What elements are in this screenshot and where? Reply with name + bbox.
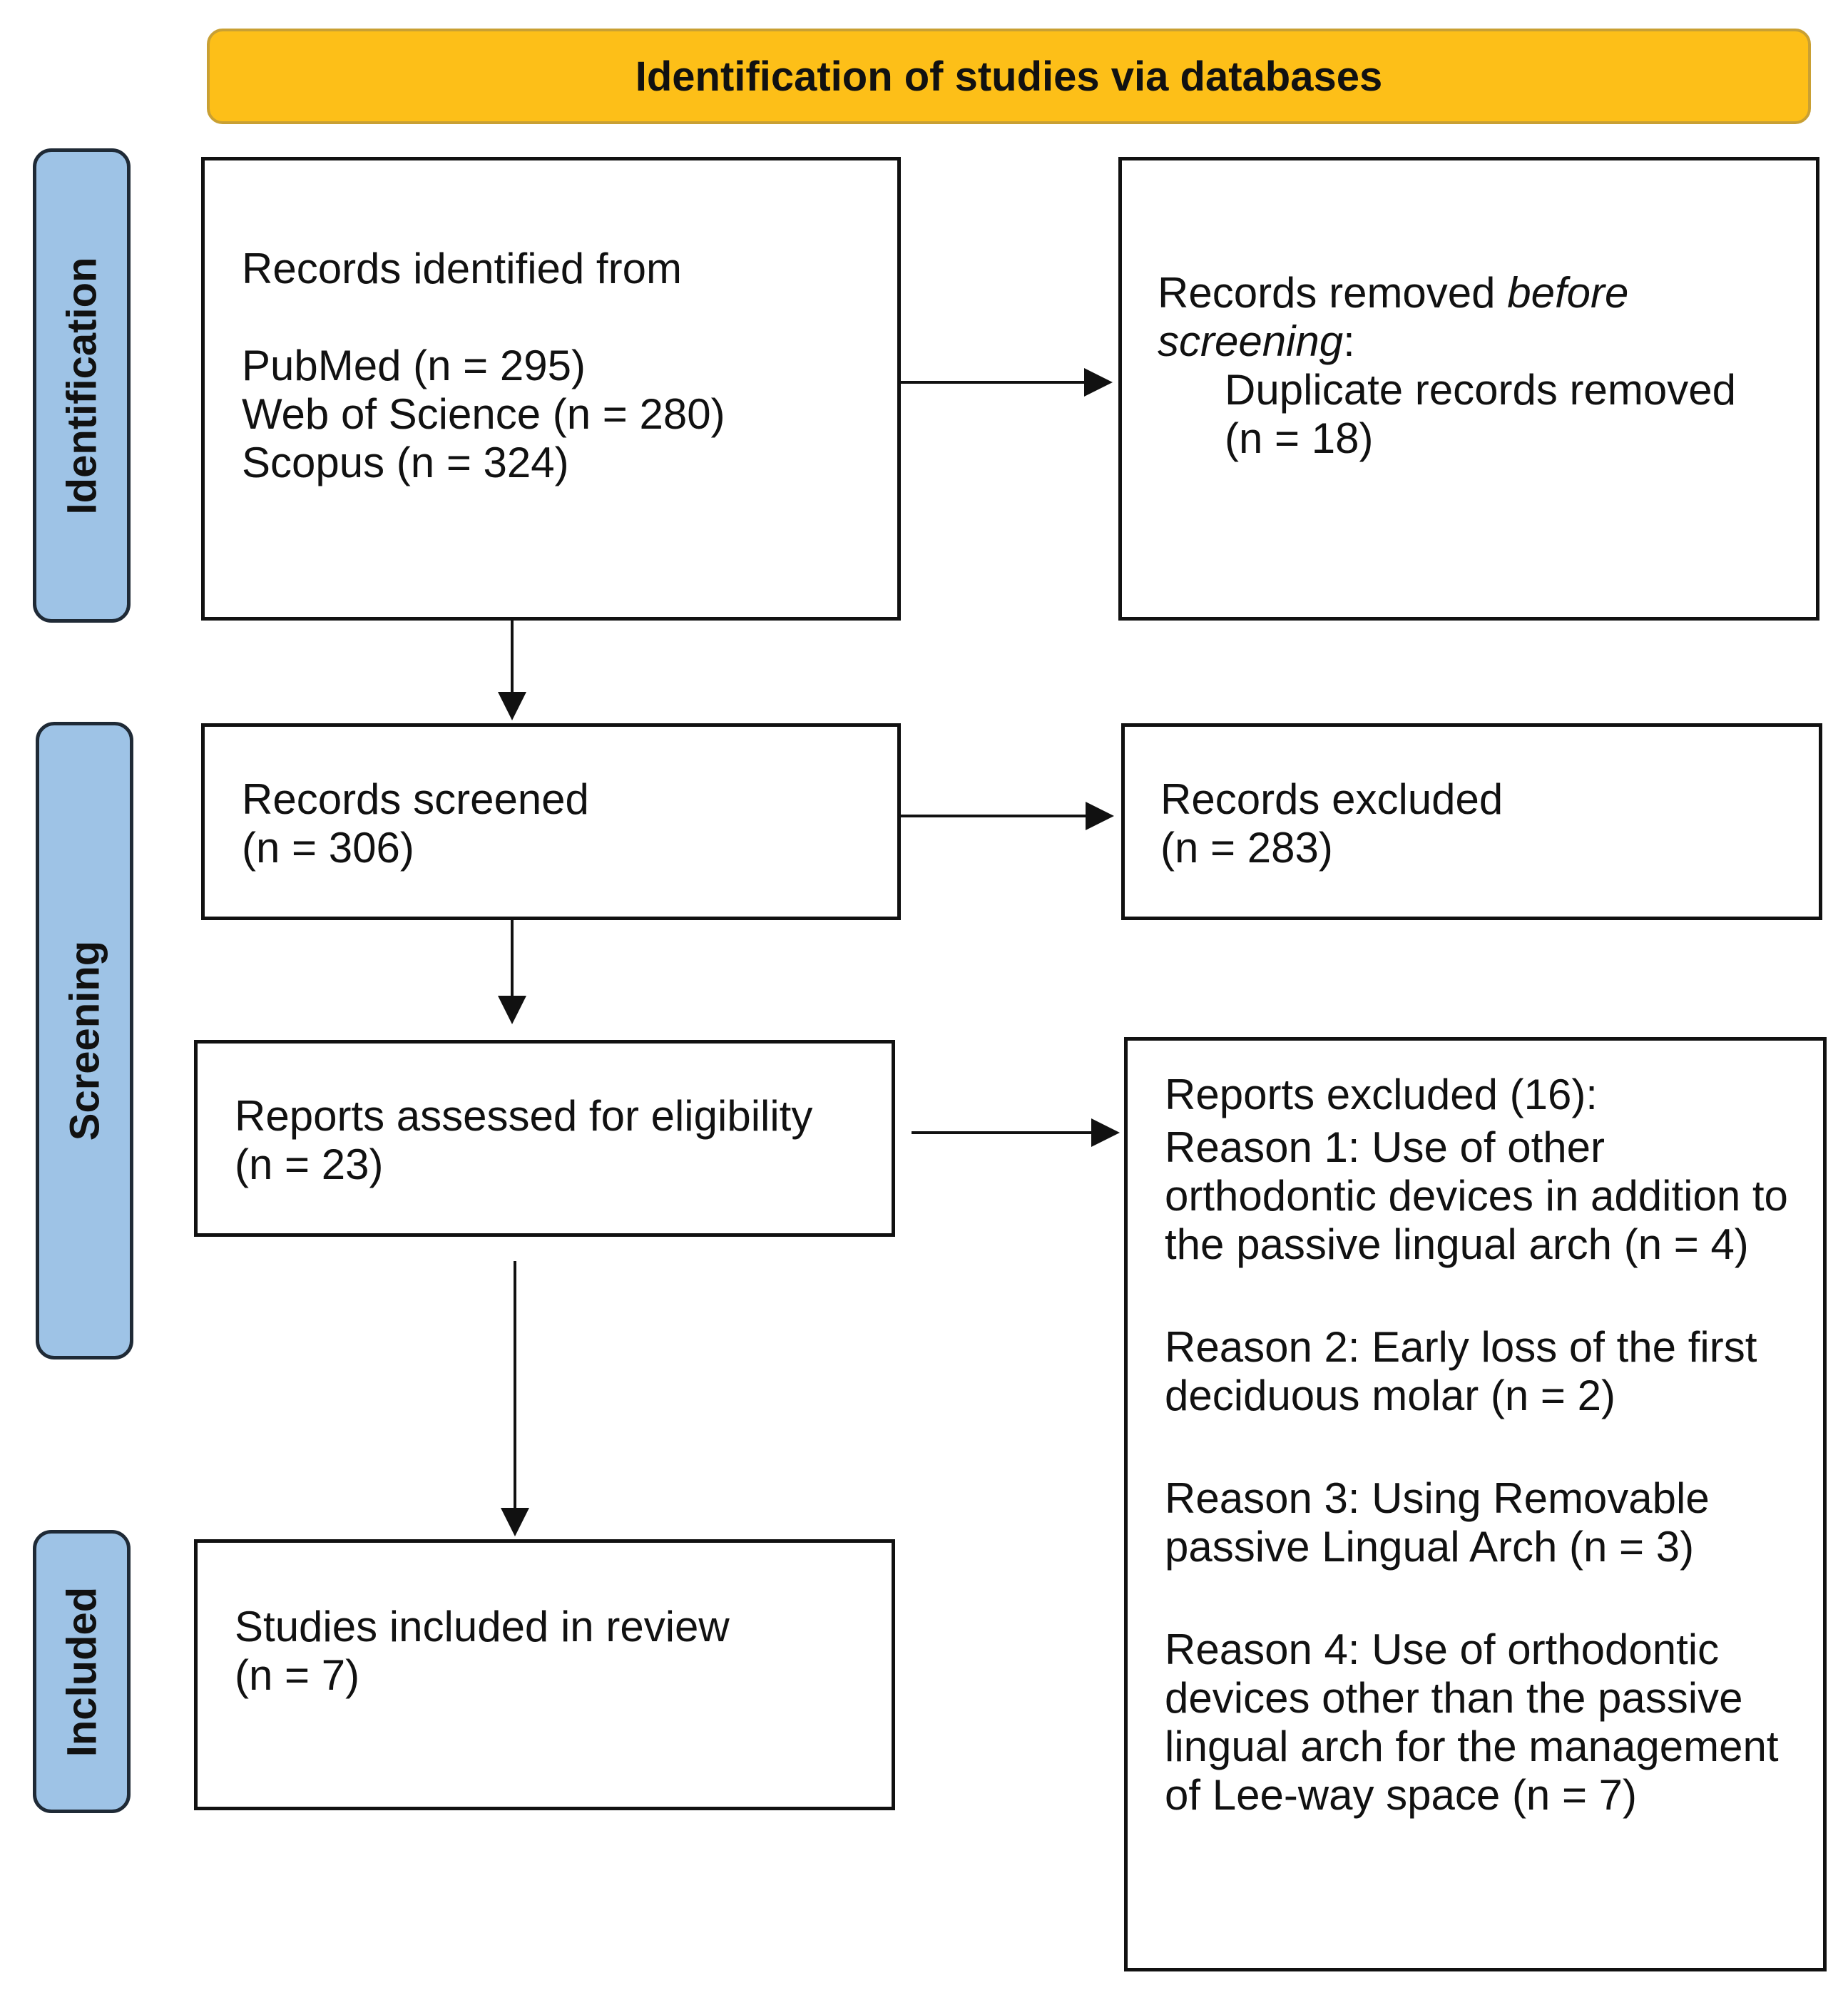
source-web-of-science: Web of Science (n = 280) [242,390,725,438]
header-title: Identification of studies via databases [635,53,1383,100]
studies-included-box: Studies included in review (n = 7) [194,1539,895,1810]
phase-included: Included [33,1530,131,1813]
duplicate-records-label: Duplicate records removed [1225,366,1736,414]
records-excluded-label: Records excluded [1160,775,1504,823]
reports-assessed-box: Reports assessed for eligibility (n = 23… [194,1040,895,1237]
records-removed-box: Records removed before screening: Duplic… [1118,157,1819,621]
records-identified-heading: Records identified from [242,245,682,292]
reason-3: Reason 3: Using Removable passive Lingua… [1165,1474,1710,1571]
studies-included-label: Studies included in review [235,1603,730,1650]
header-banner: Identification of studies via databases [207,29,1811,124]
reports-excluded-box: Reports excluded (16): Reason 1: Use of … [1124,1037,1827,1971]
phase-screening: Screening [36,722,133,1359]
reports-assessed-count: (n = 23) [235,1141,384,1188]
duplicate-records-count: (n = 18) [1225,414,1374,462]
records-identified-box: Records identified from PubMed (n = 295)… [201,157,901,621]
records-excluded-box: Records excluded (n = 283) [1121,723,1822,920]
records-removed-heading: Records removed before screening: [1158,269,1629,365]
source-pubmed: PubMed (n = 295) [242,342,586,389]
source-scopus: Scopus (n = 324) [242,439,569,486]
records-screened-label: Records screened [242,775,589,823]
records-excluded-count: (n = 283) [1160,824,1333,872]
reason-4: Reason 4: Use of orthodontic devices oth… [1165,1626,1779,1819]
records-screened-count: (n = 306) [242,824,414,872]
reason-1: Reason 1: Use of other orthodontic devic… [1165,1123,1788,1268]
records-screened-box: Records screened (n = 306) [201,723,901,920]
reports-assessed-label: Reports assessed for eligibility [235,1092,813,1140]
reports-excluded-heading: Reports excluded (16): [1165,1071,1598,1118]
studies-included-count: (n = 7) [235,1651,360,1699]
phase-identification: Identification [33,148,131,623]
reason-2: Reason 2: Early loss of the first decidu… [1165,1323,1757,1419]
